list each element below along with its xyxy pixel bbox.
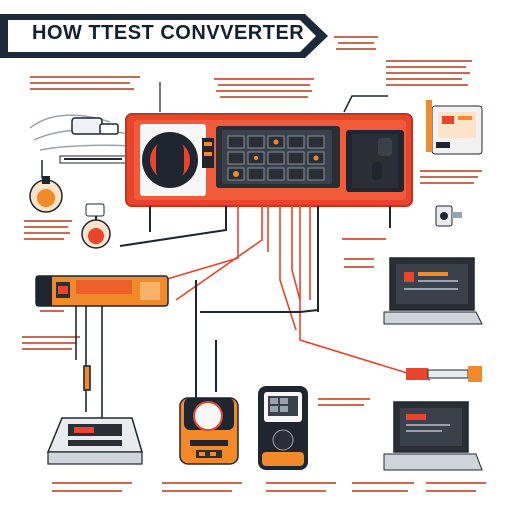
multimeter (46, 417, 144, 465)
test-probe (75, 306, 103, 418)
label-block-top-right (334, 36, 378, 50)
title-banner (0, 14, 330, 58)
bottom-captions (52, 398, 486, 492)
screen-buttons (227, 135, 325, 181)
label-block-left-low (22, 310, 80, 350)
dial-gauge (179, 397, 239, 465)
thermometer-sensor (29, 160, 111, 249)
banner-shape (0, 14, 328, 58)
label-block-left-mid (24, 220, 72, 240)
laptop (383, 257, 483, 325)
wires-red (149, 206, 431, 381)
monitor (383, 401, 483, 471)
label-block-top-left (30, 76, 140, 90)
wires-dark (119, 206, 391, 402)
page-title: HOW TTEST CONVVERTER (32, 22, 305, 44)
handheld-tester (258, 386, 308, 470)
power-supply (35, 275, 169, 307)
label-block-right-mid (420, 170, 482, 184)
label-block-top-mid (214, 78, 314, 98)
connector-plug (435, 205, 462, 227)
sensor-cluster (29, 114, 131, 151)
label-block-center (342, 238, 386, 268)
analyzer-panel (426, 100, 483, 155)
probe-connector (406, 366, 482, 382)
label-block-right-top (386, 60, 472, 86)
